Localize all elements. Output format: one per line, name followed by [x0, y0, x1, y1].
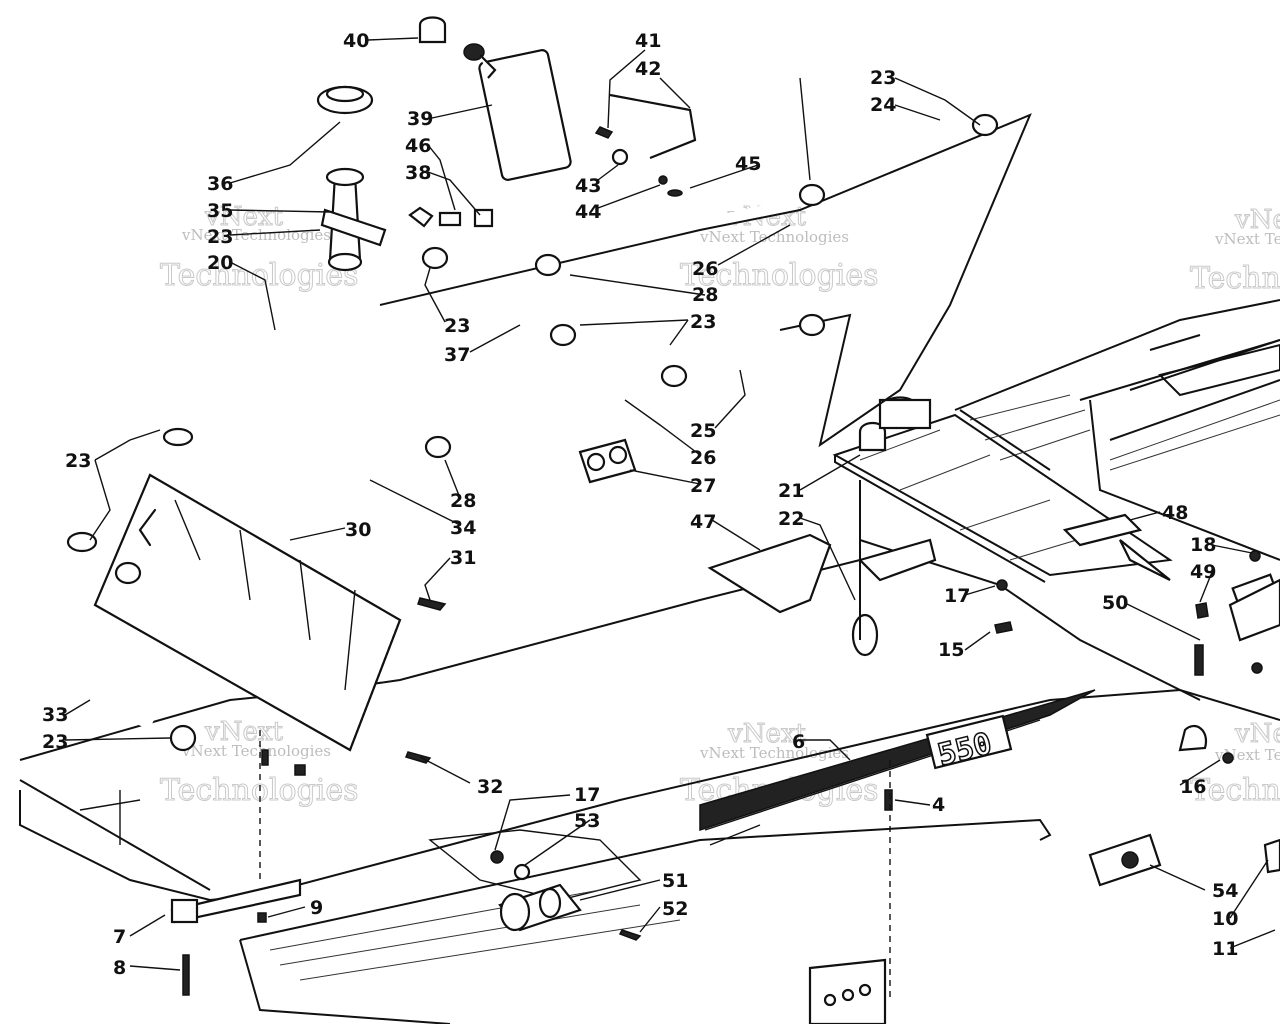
callout-label: 52: [662, 898, 688, 920]
callout-label: 45: [735, 153, 761, 175]
callout-label: 4: [932, 794, 945, 816]
callout-label: 37: [444, 344, 470, 366]
callout-label: 34: [450, 517, 476, 539]
callout-label: 8: [113, 957, 126, 979]
callout-label: 35: [207, 200, 233, 222]
callout-label: 27: [690, 475, 716, 497]
callout-label: 31: [450, 547, 476, 569]
watermark-large: Technologies: [1190, 261, 1280, 296]
callout-label: 51: [662, 870, 688, 892]
callout-label: 28: [692, 284, 718, 306]
callout-label: 25: [690, 420, 716, 442]
model-emblem: 550: [699, 689, 1096, 846]
watermark-top: vNext: [204, 202, 283, 232]
callout-label: 33: [42, 704, 68, 726]
callout-label: 26: [692, 258, 718, 280]
hose-clamps: [66, 113, 999, 752]
callout-label: 23: [65, 450, 91, 472]
radiator-bracket: [832, 396, 1173, 583]
callout-label: 23: [444, 315, 470, 337]
callout-label: 53: [574, 810, 600, 832]
callout-label: 39: [407, 108, 433, 130]
callout-label: 44: [575, 201, 601, 223]
callout-label: 11: [1212, 938, 1238, 960]
callout-label: 50: [1102, 592, 1128, 614]
callout-label: 36: [207, 173, 233, 195]
watermark-large: Technologies: [160, 258, 359, 293]
callout-label: 54: [1212, 880, 1238, 902]
callout-label: 23: [42, 731, 68, 753]
coolant-hoses: [20, 113, 1032, 727]
callout-label: 20: [207, 252, 233, 274]
watermark-top: vNext: [1234, 205, 1280, 235]
callout-label: 40: [343, 30, 369, 52]
callout-label: 49: [1190, 561, 1216, 583]
callout-label: 41: [635, 30, 661, 52]
callout-label: 23: [690, 311, 716, 333]
callout-label: 24: [870, 94, 896, 116]
callout-label: 17: [574, 784, 600, 806]
callout-label: 47: [690, 511, 716, 533]
callout-label: 15: [938, 639, 964, 661]
watermark-top: vNext: [204, 717, 283, 747]
callout-label: 10: [1212, 908, 1238, 930]
callout-label: 28: [450, 490, 476, 512]
emblem-label: 550: [934, 726, 995, 773]
callout-labels: 40 41 42 39 23 24 36 46 38 43 45 44 35 2…: [42, 30, 1238, 979]
filler-assembly: [316, 16, 697, 272]
callout-label: 32: [477, 776, 503, 798]
watermark-top: vNext: [1234, 719, 1280, 749]
callout-label: 23: [870, 67, 896, 89]
watermark-large: Technologies: [680, 258, 879, 293]
callout-label: 43: [575, 175, 601, 197]
callout-label: 17: [944, 585, 970, 607]
leader-lines: [64, 37, 1276, 1000]
callout-label: 38: [405, 162, 431, 184]
callout-label: 6: [792, 731, 805, 753]
watermark-small: vNext Technologies: [699, 744, 849, 762]
misc-parts: [170, 438, 1280, 1024]
watermark-small: vNext Technologies: [181, 226, 331, 244]
watermark-large: Technologies: [1190, 773, 1280, 808]
watermark-small: vNext Technologies: [699, 228, 849, 246]
watermark-small: vNext Technologies: [181, 742, 331, 760]
callout-label: 18: [1190, 534, 1216, 556]
callout-label: 22: [778, 508, 804, 530]
callout-label: 30: [345, 519, 371, 541]
callout-label: 9: [310, 897, 323, 919]
watermark-large: Technologies: [160, 773, 359, 808]
watermark-small: vNext Technologies: [1214, 230, 1280, 248]
callout-label: 16: [1180, 776, 1206, 798]
callout-label: 23: [207, 226, 233, 248]
callout-label: 48: [1162, 502, 1188, 524]
callout-label: 7: [113, 926, 126, 948]
callout-label: 42: [635, 58, 661, 80]
watermark-top: vNext: [727, 719, 806, 749]
callout-label: 26: [690, 447, 716, 469]
callout-label: 46: [405, 135, 431, 157]
callout-label: 21: [778, 480, 804, 502]
heat-exchanger-panel: [93, 473, 402, 752]
